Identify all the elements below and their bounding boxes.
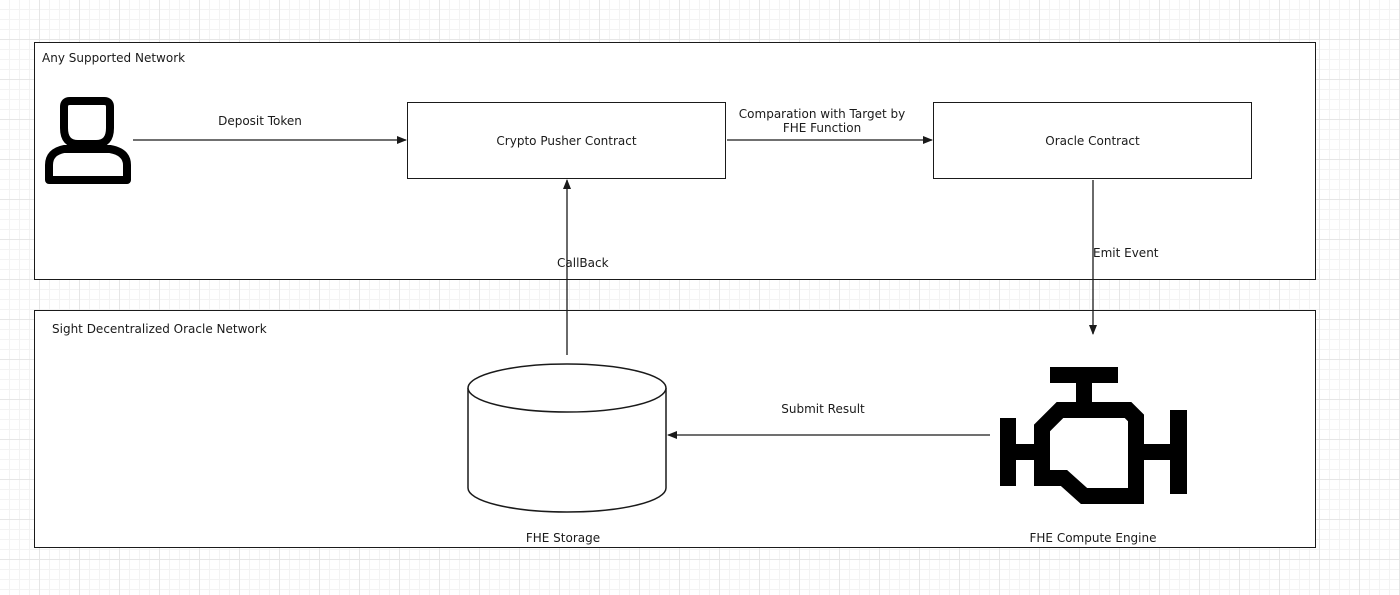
crypto-pusher-contract-label: Crypto Pusher Contract <box>496 133 637 148</box>
fhe-compute-engine-label: FHE Compute Engine <box>1029 531 1157 545</box>
submit-result-label: Submit Result <box>781 402 865 416</box>
oracle-contract-label: Oracle Contract <box>1045 133 1140 148</box>
fhe-storage-label: FHE Storage <box>525 531 601 545</box>
oracle-contract-node[interactable]: Oracle Contract <box>933 102 1252 179</box>
region-label-top: Any Supported Network <box>42 51 186 65</box>
emit-event-label: Emit Event <box>1093 246 1159 260</box>
region-label-bottom: Sight Decentralized Oracle Network <box>52 322 267 336</box>
region-sight-oracle-network: Sight Decentralized Oracle Network <box>34 310 1316 548</box>
callback-label: CallBack <box>557 256 609 270</box>
deposit-token-label: Deposit Token <box>218 114 302 128</box>
comparison-label-line1: Comparation with Target by <box>738 107 906 121</box>
comparison-label-line2: FHE Function <box>782 121 862 135</box>
crypto-pusher-contract-node[interactable]: Crypto Pusher Contract <box>407 102 726 179</box>
